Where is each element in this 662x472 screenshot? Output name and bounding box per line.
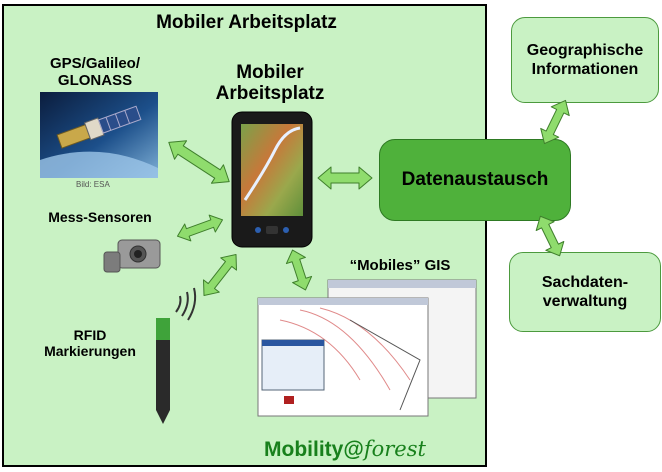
gis-label: “Mobiles” GIS	[349, 257, 451, 274]
rfid-label: RFID Markierungen	[44, 327, 136, 359]
arrow-gis-device	[285, 249, 313, 291]
gps-label: GPS/Galileo/ GLONASS	[49, 55, 141, 89]
connection-arrows	[168, 99, 570, 296]
arrow-exchange-geo	[540, 99, 570, 145]
arrow-device-exchange	[317, 166, 373, 190]
sachdaten-box: Sachdaten- verwaltung	[509, 252, 661, 332]
arrow-gps-device	[168, 140, 230, 184]
sensor-device	[103, 239, 161, 273]
data-exchange-box: Datenaustausch	[379, 139, 571, 221]
panel-title: Mobiler Arbeitsplatz	[156, 12, 337, 33]
image-credit: Bild: ESA	[76, 180, 110, 189]
sachdaten-label: Sachdaten- verwaltung	[541, 273, 629, 310]
data-exchange-label: Datenaustausch	[401, 169, 549, 190]
brand-suffix: forest	[363, 437, 426, 461]
mobile-device	[231, 111, 313, 248]
brand-prefix: Mobility@	[264, 438, 364, 461]
geo-info-box: Geographische Informationen	[511, 17, 659, 103]
arrow-sensor-device	[176, 214, 224, 242]
device-title: Mobiler Arbeitsplatz	[215, 62, 325, 105]
sensor-label: Mess-Sensoren	[48, 209, 152, 225]
brand-logo: Mobility@forest	[264, 437, 426, 462]
geo-info-label: Geographische Informationen	[526, 41, 644, 78]
satellite-image	[40, 92, 158, 178]
arrow-rfid-device	[203, 254, 237, 296]
gis-screenshots	[257, 279, 477, 417]
rfid-marker	[156, 287, 197, 424]
arrow-exchange-sach	[535, 215, 565, 257]
